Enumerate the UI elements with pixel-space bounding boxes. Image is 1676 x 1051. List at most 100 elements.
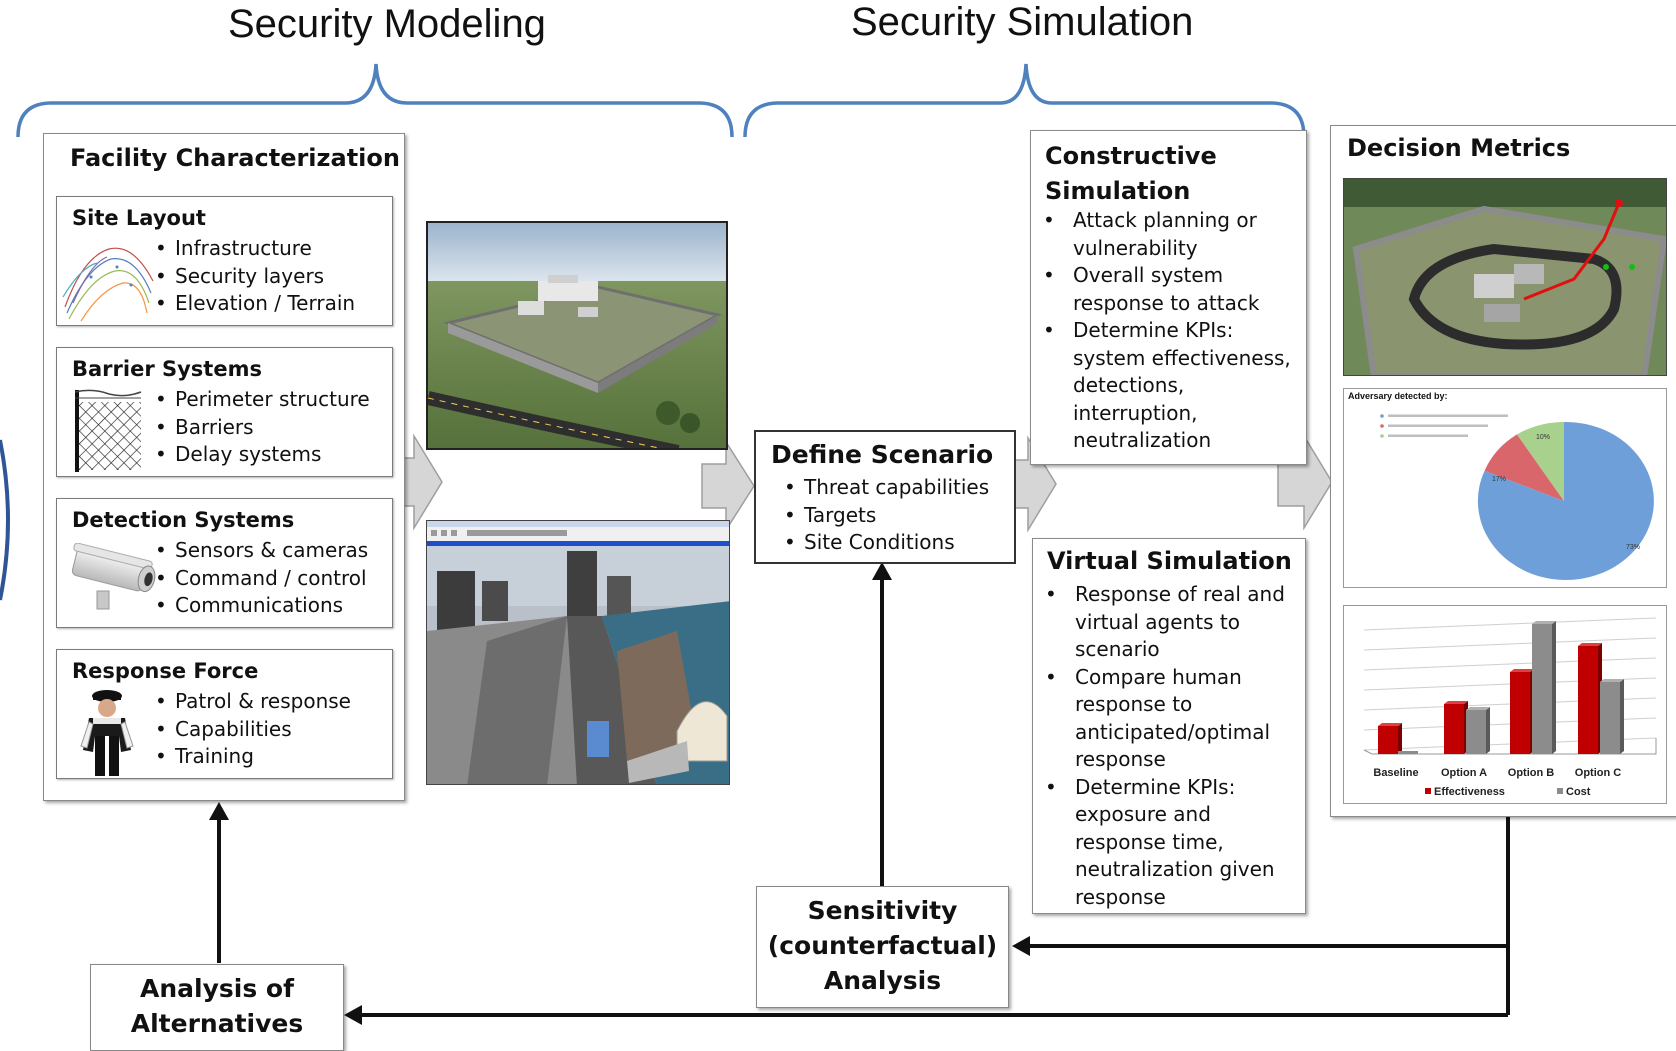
pie-legend — [1380, 414, 1508, 438]
pie-label-blue: 73% — [1626, 544, 1640, 551]
site-layout-list: Infrastructure Security layers Elevation… — [155, 235, 355, 318]
response-force-title: Response Force — [72, 659, 259, 683]
security-simulation-header: Security Simulation — [851, 0, 1194, 44]
arrowhead-sensitivity — [1012, 936, 1030, 956]
constructive-item: Determine KPIs: system effectiveness, de… — [1041, 317, 1303, 455]
bar-chart: Baseline Option A Option B Option C Effe… — [1363, 617, 1657, 798]
sensitivity-line1: Sensitivity — [807, 896, 958, 925]
response-force-list: Patrol & response Capabilities Training — [155, 688, 351, 771]
legend-swatch-effectiveness — [1425, 788, 1431, 794]
legend-cost: Cost — [1566, 786, 1591, 798]
site-layout-section: Site Layout Infrastructure Security laye… — [56, 196, 393, 326]
bar-option-c-cost — [1600, 682, 1620, 754]
pie-label-green: 10% — [1536, 434, 1550, 441]
left-edge-arc — [0, 439, 10, 601]
sensitivity-analysis-box: Sensitivity (counterfactual) Analysis — [756, 886, 1009, 1008]
constructive-item: Attack planning or vulnerability — [1041, 207, 1303, 262]
scenario-item: Site Conditions — [784, 529, 989, 557]
security-modeling-header: Security Modeling — [228, 2, 546, 46]
bar-option-a-cost — [1466, 710, 1486, 754]
block-arrow-images — [701, 439, 755, 533]
constructive-item: Overall system response to attack — [1041, 262, 1303, 317]
constructive-title-line1: Constructive — [1045, 142, 1217, 170]
facility-title: Facility Characterization — [70, 144, 400, 172]
pie-chart: 10% 17% 73% — [1380, 414, 1654, 580]
security-camera-icon — [71, 543, 156, 610]
constructive-title-line2: Simulation — [1045, 177, 1191, 205]
bar-category-label: Option B — [1508, 767, 1554, 779]
city-simulation-image — [426, 520, 730, 785]
constructive-simulation-panel: Constructive Simulation Attack planning … — [1030, 130, 1307, 465]
city-render — [427, 521, 729, 784]
response-force-section: Response Force Patrol & response Capabil… — [56, 649, 393, 779]
pie-label-red: 17% — [1492, 476, 1506, 483]
security-guard-icon — [80, 690, 134, 776]
response-force-item: Capabilities — [155, 716, 351, 744]
response-force-item: Training — [155, 743, 351, 771]
detection-systems-item: Communications — [155, 592, 368, 620]
bar-baseline-effectiveness — [1378, 726, 1398, 754]
virtual-simulation-panel: Virtual Simulation Response of real and … — [1032, 538, 1306, 914]
alternatives-line1: Analysis of — [140, 974, 294, 1003]
detection-systems-list: Sensors & cameras Command / control Comm… — [155, 537, 368, 620]
bar-category-label: Baseline — [1373, 767, 1418, 779]
pie-slice-blue — [1477, 421, 1654, 580]
pie-chart-panel: Adversary detected by: 10% 17% 73% — [1343, 388, 1667, 588]
alternatives-line2: Alternatives — [130, 1009, 304, 1038]
barrier-systems-list: Perimeter structure Barriers Delay syste… — [155, 386, 370, 469]
bar-category-label: Option A — [1441, 767, 1487, 779]
site-layout-item: Infrastructure — [155, 235, 355, 263]
arrowhead-scenario — [872, 562, 892, 580]
bar-option-a-effectiveness — [1444, 704, 1464, 754]
simulation-brace — [743, 63, 1306, 138]
site-layout-item: Elevation / Terrain — [155, 290, 355, 318]
detection-systems-title: Detection Systems — [72, 508, 295, 532]
modeling-brace — [16, 63, 734, 138]
metrics-facility-image — [1343, 178, 1667, 376]
decision-metrics-title: Decision Metrics — [1347, 134, 1571, 162]
detection-systems-item: Command / control — [155, 565, 368, 593]
decision-metrics-panel: Decision Metrics Adversary detected by: — [1330, 125, 1676, 817]
arrowhead-alternatives — [344, 1005, 362, 1025]
virtual-list: Response of real and virtual agents to s… — [1043, 581, 1305, 911]
bar-option-b-effectiveness — [1510, 672, 1530, 754]
barrier-systems-item: Perimeter structure — [155, 386, 370, 414]
legend-swatch-cost — [1557, 788, 1563, 794]
virtual-item: Compare human response to anticipated/op… — [1043, 664, 1305, 774]
site-layout-item: Security layers — [155, 263, 355, 291]
facility-3d-image — [426, 221, 728, 450]
virtual-title: Virtual Simulation — [1047, 547, 1292, 575]
scenario-item: Threat capabilities — [784, 474, 989, 502]
legend-effectiveness: Effectiveness — [1434, 786, 1505, 798]
detection-systems-item: Sensors & cameras — [155, 537, 368, 565]
terrain-map-icon — [62, 247, 154, 322]
fence-icon — [74, 389, 142, 472]
bar-option-b-cost — [1532, 624, 1552, 754]
barrier-systems-title: Barrier Systems — [72, 357, 262, 381]
constructive-list: Attack planning or vulnerability Overall… — [1041, 207, 1303, 455]
define-scenario-box: Define Scenario Threat capabilities Targ… — [754, 430, 1016, 564]
virtual-item: Response of real and virtual agents to s… — [1043, 581, 1305, 664]
site-layout-title: Site Layout — [72, 206, 206, 230]
facility-render — [428, 223, 726, 448]
barrier-systems-section: Barrier Systems Perimeter structure Barr… — [56, 347, 393, 477]
bar-option-c-effectiveness — [1578, 646, 1598, 754]
scenario-item: Targets — [784, 502, 989, 530]
sensitivity-line3: Analysis — [823, 966, 942, 995]
facility-characterization-panel: Facility Characterization Site Layout In… — [43, 133, 405, 801]
pie-slice-red — [1484, 434, 1564, 501]
bar-chart-panel: Baseline Option A Option B Option C Effe… — [1343, 605, 1667, 804]
virtual-item: Determine KPIs: exposure and response ti… — [1043, 774, 1305, 912]
sensitivity-line2: (counterfactual) — [767, 931, 998, 960]
detection-systems-section: Detection Systems Sensors & cameras Comm… — [56, 498, 393, 628]
define-scenario-title: Define Scenario — [771, 440, 994, 469]
analysis-of-alternatives-box: Analysis of Alternatives — [90, 964, 344, 1051]
scenario-list: Threat capabilities Targets Site Conditi… — [784, 474, 989, 557]
bar-baseline-cost — [1398, 751, 1418, 754]
barrier-systems-item: Delay systems — [155, 441, 370, 469]
bar-category-label: Option C — [1575, 767, 1621, 779]
metrics-facility-render — [1344, 179, 1666, 375]
pie-slice-green — [1517, 422, 1564, 501]
pie-chart-title: Adversary detected by: — [1348, 391, 1448, 401]
